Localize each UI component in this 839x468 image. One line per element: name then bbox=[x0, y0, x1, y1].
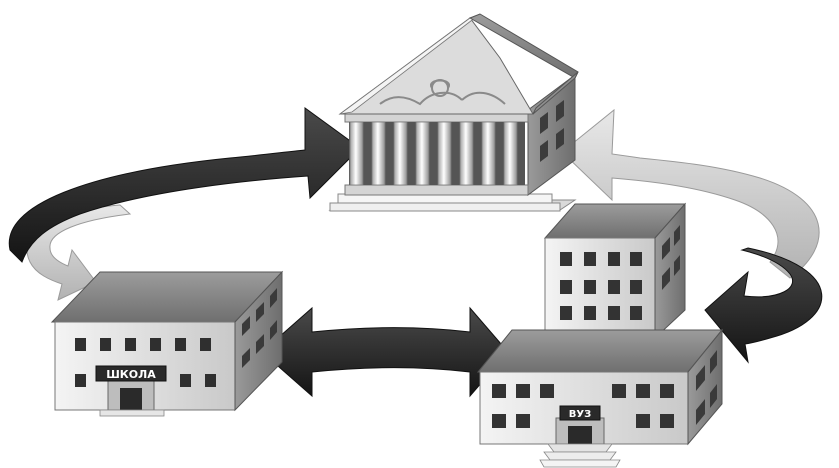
university-sign-text: ВУЗ bbox=[569, 409, 591, 420]
arrow-school-to-museum bbox=[8, 107, 361, 263]
arrow-university-to-museum bbox=[561, 108, 820, 279]
school-windows bbox=[75, 338, 216, 387]
school-building: ШКОЛА bbox=[50, 270, 284, 417]
arrow-school-university bbox=[261, 306, 509, 398]
pediment-ornament bbox=[379, 79, 506, 106]
school-sign-text: ШКОЛА bbox=[106, 368, 156, 381]
university-sign bbox=[559, 405, 601, 421]
arrow-museum-to-university bbox=[704, 247, 823, 364]
school-sign bbox=[95, 365, 167, 382]
university-windows bbox=[492, 384, 674, 428]
university-tower-windows bbox=[560, 252, 642, 320]
museum-columns bbox=[349, 121, 518, 186]
university-building: ВУЗ bbox=[476, 202, 724, 468]
museum-building bbox=[328, 13, 579, 212]
